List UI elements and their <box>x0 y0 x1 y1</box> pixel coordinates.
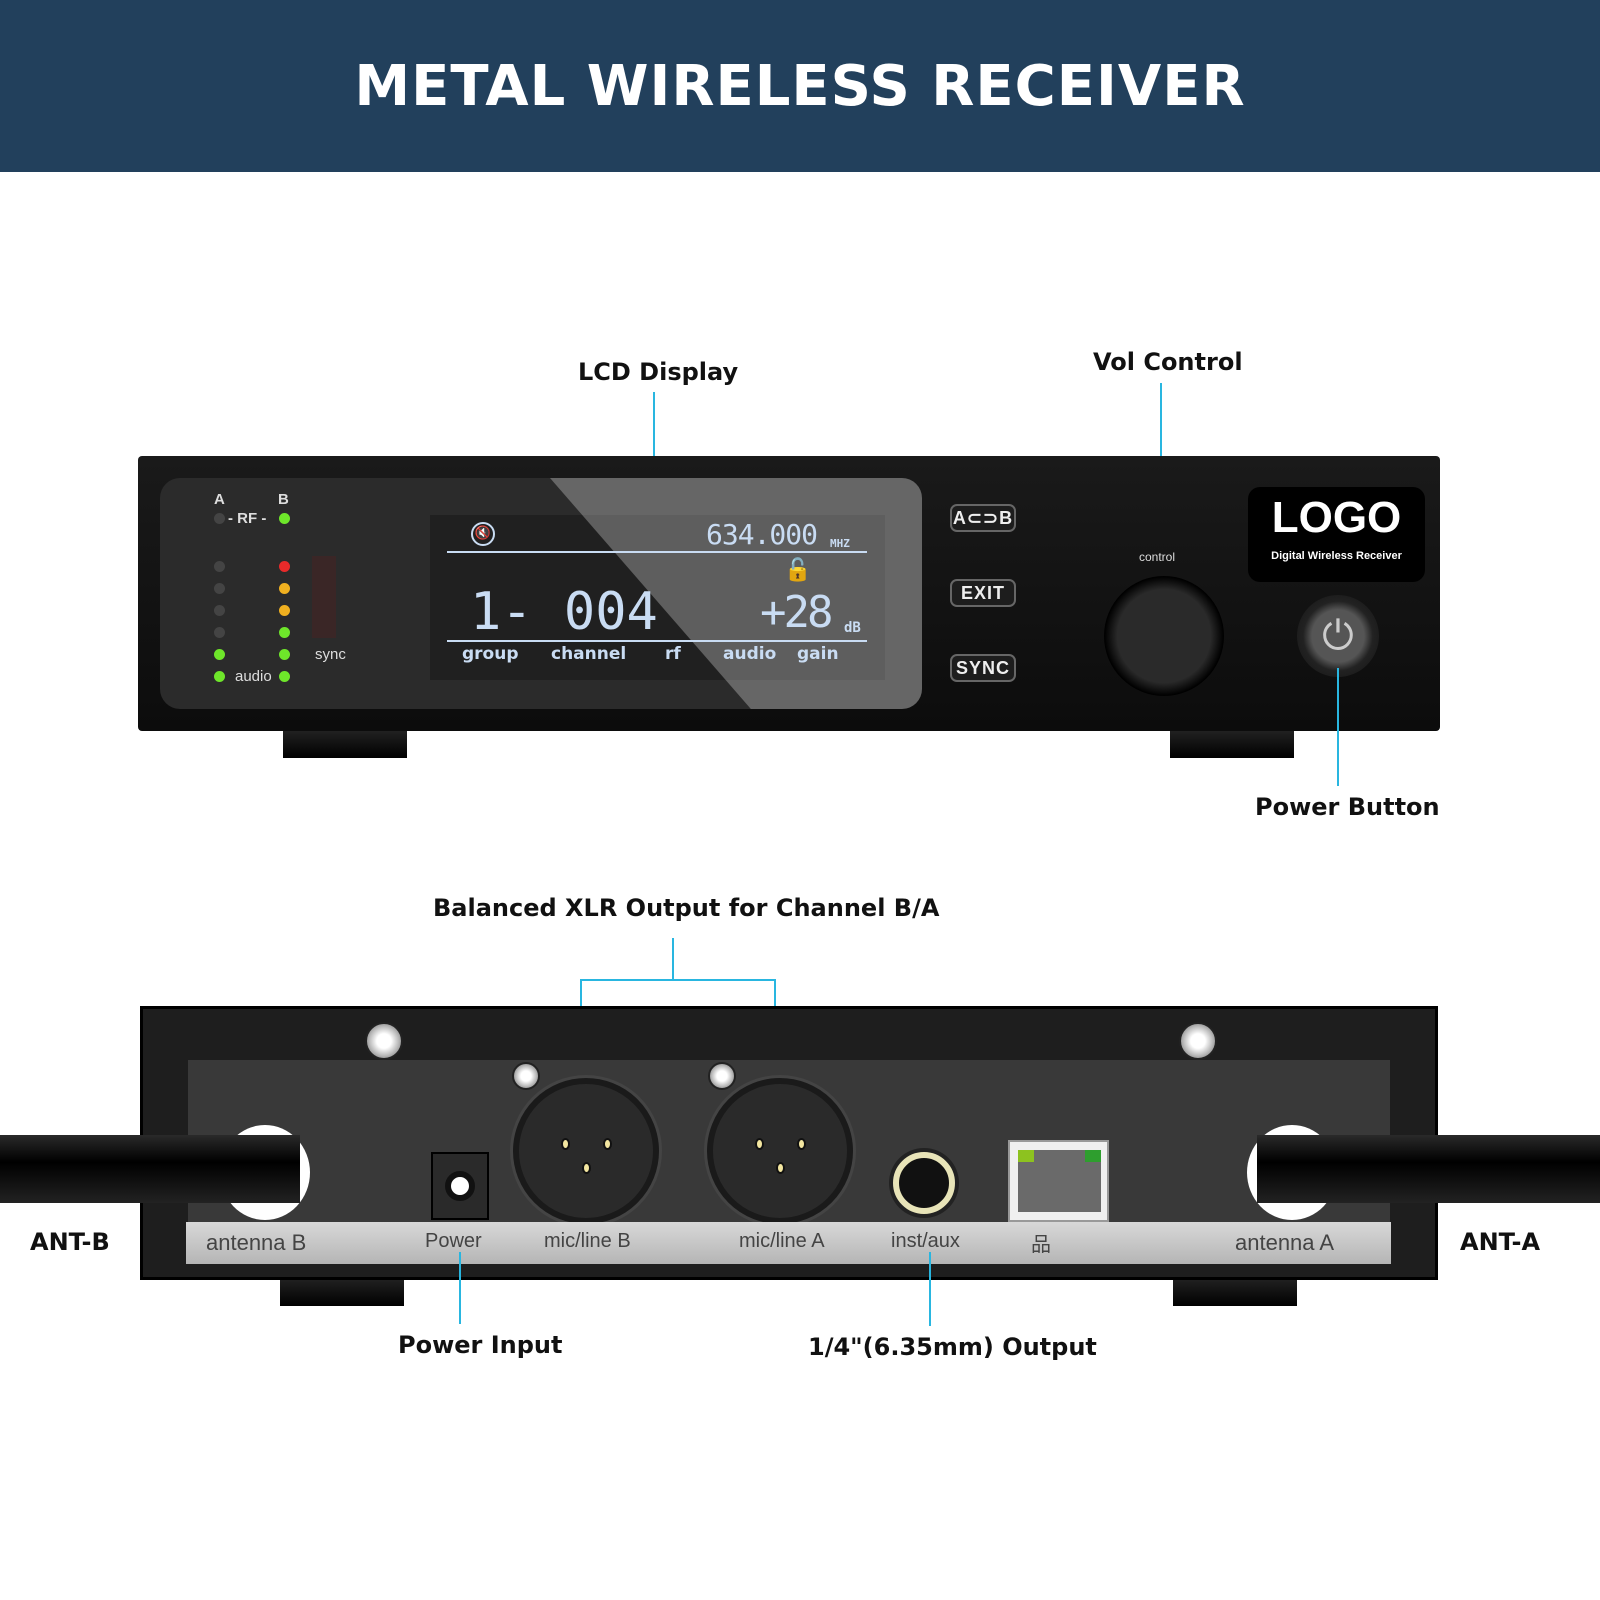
lcd-divider <box>447 551 867 553</box>
xlr-output-a <box>707 1078 853 1224</box>
callout-power-button: Power Button <box>1255 793 1440 821</box>
audio-b-led <box>279 605 290 616</box>
logo-text: LOGO <box>1271 493 1402 542</box>
lcd-gain: +28 <box>760 587 834 638</box>
audio-b-led <box>279 627 290 638</box>
callout-line <box>1337 668 1339 786</box>
sync-indicator <box>312 556 336 638</box>
rf-a-label: A <box>214 491 225 508</box>
power-input-jack <box>431 1152 489 1220</box>
screw-icon <box>365 1022 403 1060</box>
unlock-icon: 🔓 <box>784 558 812 583</box>
device-foot <box>1170 730 1294 758</box>
antenna-a-cable <box>1257 1135 1600 1203</box>
label-mic-line-a: mic/line A <box>739 1230 825 1252</box>
lcd-divider <box>447 640 867 642</box>
control-label: control <box>1139 550 1176 564</box>
callout-line <box>929 1252 931 1326</box>
lcd-label-gain: gain <box>797 644 839 664</box>
lcd-label-channel: channel <box>551 644 627 664</box>
exit-button[interactable]: EXIT <box>950 579 1016 607</box>
callout-ant-b: ANT-B <box>30 1228 110 1256</box>
lcd-channel: 1- 004 <box>470 582 658 642</box>
lcd-gain-unit: dB <box>844 620 861 636</box>
audio-label: audio <box>235 668 272 685</box>
audio-b-led <box>279 583 290 594</box>
lcd-frequency: 634.000 <box>706 518 818 551</box>
page-title: METAL WIRELESS RECEIVER <box>354 53 1246 119</box>
label-mic-line-b: mic/line B <box>544 1230 631 1252</box>
volume-knob[interactable] <box>1104 576 1224 696</box>
ab-button[interactable]: A⊂⊃B <box>950 504 1016 532</box>
title-banner: METAL WIRELESS RECEIVER <box>0 0 1600 172</box>
logo-subtitle: Digital Wireless Receiver <box>1271 550 1402 562</box>
callout-line <box>672 938 674 980</box>
rf-b-label: B <box>278 491 289 508</box>
power-button[interactable]: ⏻ <box>1297 595 1379 677</box>
lcd-label-audio: audio <box>723 644 777 664</box>
power-icon: ⏻ <box>1322 613 1354 658</box>
sync-label: sync <box>315 646 346 663</box>
label-antenna-b: antenna B <box>206 1230 307 1255</box>
audio-a-led <box>214 627 225 638</box>
callout-power-input: Power Input <box>398 1331 563 1359</box>
device-foot <box>280 1278 404 1306</box>
audio-a-led <box>214 583 225 594</box>
sync-button[interactable]: SYNC <box>950 654 1016 682</box>
network-icon: 品 <box>1031 1234 1051 1256</box>
lcd-label-rf: rf <box>665 644 681 664</box>
callout-ant-a: ANT-A <box>1460 1228 1541 1256</box>
rf-a-led <box>214 513 225 524</box>
callout-quarter-inch-output: 1/4"(6.35mm) Output <box>808 1333 1097 1361</box>
rf-b-led <box>279 513 290 524</box>
audio-a-led <box>214 561 225 572</box>
xlr-output-b <box>513 1078 659 1224</box>
audio-a-led <box>214 671 225 682</box>
callout-xlr-output: Balanced XLR Output for Channel B/A <box>433 894 940 922</box>
quarter-inch-jack <box>893 1152 955 1214</box>
label-power: Power <box>425 1230 482 1252</box>
audio-b-led <box>279 671 290 682</box>
lcd-frequency-unit: MHZ <box>830 537 850 550</box>
callout-vol-control: Vol Control <box>1093 348 1243 376</box>
audio-b-led <box>279 649 290 660</box>
antenna-b-cable <box>0 1135 300 1203</box>
lcd-label-group: group <box>462 644 519 664</box>
rf-label: - RF - <box>228 510 267 527</box>
audio-a-led <box>214 605 225 616</box>
audio-a-led <box>214 649 225 660</box>
callout-line <box>580 979 776 981</box>
device-foot <box>1173 1278 1297 1306</box>
callout-lcd-display: LCD Display <box>578 358 739 386</box>
mute-icon: 🔇 <box>471 522 495 546</box>
callout-line <box>459 1252 461 1324</box>
label-antenna-a: antenna A <box>1235 1230 1335 1255</box>
screw-icon <box>1179 1022 1217 1060</box>
label-inst-aux: inst/aux <box>891 1230 960 1252</box>
ethernet-port <box>1008 1140 1109 1222</box>
rear-label-strip: antenna B Power mic/line B mic/line A in… <box>186 1222 1391 1264</box>
logo-plate: LOGO Digital Wireless Receiver <box>1248 487 1425 582</box>
audio-b-led <box>279 561 290 572</box>
screw-icon <box>512 1062 540 1090</box>
lcd-screen <box>430 515 885 680</box>
screw-icon <box>708 1062 736 1090</box>
device-foot <box>283 730 407 758</box>
